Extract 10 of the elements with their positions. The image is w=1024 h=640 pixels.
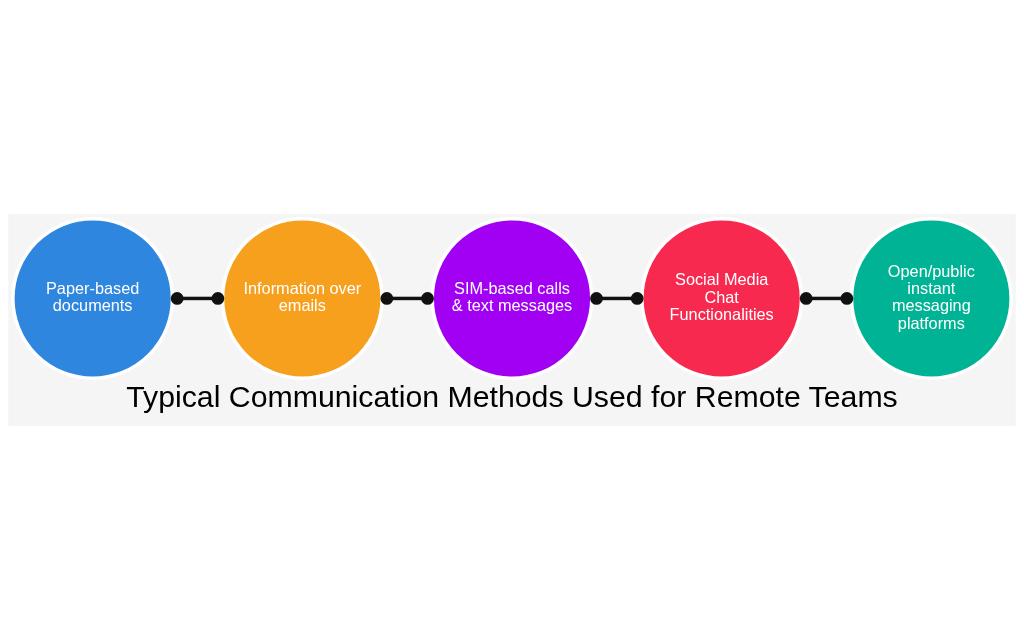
- node-circle: Social Media Chat Functionalities: [640, 216, 804, 380]
- node-circle: Information over emails: [220, 216, 384, 380]
- connector: [590, 292, 644, 305]
- diagram-title: Typical Communication Methods Used for Remote Teams: [126, 380, 898, 414]
- connector: [799, 292, 854, 305]
- connector: [170, 292, 225, 305]
- connector: [380, 292, 434, 305]
- node-circle: Open/public instant messaging platforms: [849, 216, 1013, 380]
- node-circle: Paper-based documents: [11, 216, 175, 380]
- node-circle: SIM-based calls & text messages: [430, 216, 594, 380]
